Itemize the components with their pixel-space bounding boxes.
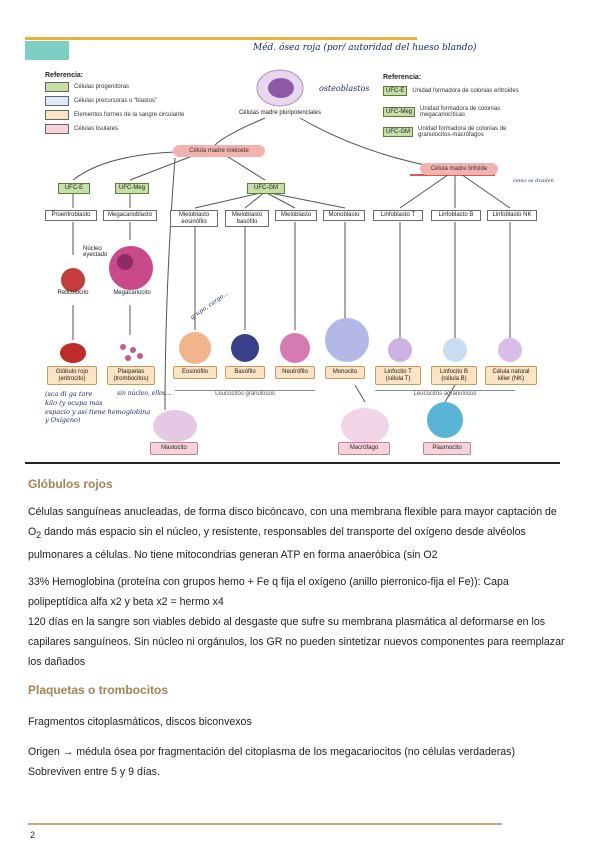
b-lymphocyte-cell [443, 338, 467, 362]
hematopoiesis-diagram: Méd. ósea roja (por/ autoridad del hueso… [25, 40, 565, 460]
page-number: 2 [30, 830, 35, 840]
blast-proeritroblasto: Proeritroblasto [45, 210, 97, 221]
final-erythrocyte: Glóbulo rojo (eritrocito) [47, 366, 97, 385]
neutrophil-cell [280, 333, 310, 363]
macrophage-cell [341, 408, 389, 444]
tissue-mast-cell: Mastocito [150, 442, 198, 455]
megakaryocyte-cell [109, 246, 153, 290]
agranulocytes-brace: Leucocitos agranulosos [375, 390, 515, 397]
handwritten-platelet-note: sin núcleo, ellos... [117, 390, 172, 397]
tissue-macrophage: Macrófago [338, 442, 390, 455]
t-lymphocyte-cell [388, 338, 412, 362]
megakaryocyte-label: Megacariocito [105, 290, 159, 296]
progenitor-ufc-meg: UFC-Meg [115, 183, 149, 194]
blast-linfoblasto-nk: Linfoblasto NK [487, 210, 537, 221]
final-b-lymphocyte: Linfocito B (célula B) [431, 366, 477, 385]
heading-platelets: Plaquetas o trombocitos [28, 683, 168, 697]
monocyte-cell [325, 318, 369, 362]
final-eosinophil: Eosinófilo [173, 366, 217, 379]
reticulocyte-cell [61, 268, 85, 292]
blast-mieloblasto: Mieloblasto [275, 210, 317, 221]
final-basophil: Basófilo [225, 366, 265, 379]
heading-red-blood-cells: Glóbulos rojos [28, 477, 113, 491]
mast-cell [153, 410, 197, 442]
lymphoid-stem-cell: Célula madre linfoide [420, 163, 498, 175]
blast-monoblasto: Monoblasto [323, 210, 365, 221]
paragraph-lifespan: 120 días en la sangre son viables debido… [28, 612, 568, 672]
basophil-cell [231, 334, 259, 362]
paragraph-platelet-origin: Origen → médula ósea por fragmentación d… [28, 742, 568, 762]
blast-linfoblasto-b: Linfoblasto B [431, 210, 481, 221]
blast-mieloblasto-basofilo: Mieloblasto basófilo [225, 210, 269, 227]
plasma-cell [427, 402, 463, 438]
erythrocyte-cell [60, 343, 86, 363]
blast-megacarioblasto: Megacarioblasto [103, 210, 157, 221]
eosinophil-cell [179, 332, 211, 364]
progenitor-ufc-e: UFC-E [58, 183, 90, 194]
platelets-cells [120, 344, 143, 361]
nk-cell [498, 338, 522, 362]
cell-illustrations [25, 230, 565, 460]
diagram-bottom-rule [25, 462, 560, 464]
paragraph-rbc-description: Células sanguíneas anucleadas, de forma … [28, 502, 568, 565]
rbc-text-end: dando más espacio sin el núcleo, y resis… [28, 526, 526, 561]
final-monocyte: Monocito [325, 366, 365, 379]
reticulocyte-label: Reticulocito [45, 290, 101, 296]
myeloid-stem-cell: Célula madre mieloide [173, 145, 265, 157]
final-nk-cell: Célula natural killer (NK) [485, 366, 537, 385]
progenitor-ufc-gm: UFC-GM [247, 183, 285, 194]
final-neutrophil: Neutrófilo [275, 366, 315, 379]
tissue-plasma-cell: Plasmocito [423, 442, 471, 455]
granulocytes-brace: Leucocitos granulosos [175, 390, 315, 397]
paragraph-platelet-survival: Sobreviven entre 5 y 9 días. [28, 762, 568, 782]
blast-linfoblasto-t: Linfoblasto T [373, 210, 423, 221]
footer-rule [28, 823, 502, 825]
paragraph-hemoglobin: 33% Hemoglobina (proteína con grupos hem… [28, 572, 568, 612]
paragraph-platelet-fragments: Fragmentos citoplasmáticos, discos bicon… [28, 712, 568, 732]
blast-mieloblasto-eosinofilo: Mieloblasto eosinófilo [170, 210, 218, 227]
final-t-lymphocyte: Linfocito T (célula T) [375, 366, 421, 385]
final-platelets: Plaquetas (trombocitos) [107, 366, 155, 385]
